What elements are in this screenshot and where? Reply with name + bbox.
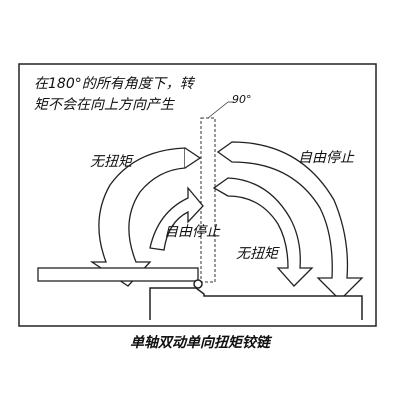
no-torque-arrow-left <box>89 147 202 287</box>
no-torque-label-right: 无扭矩 <box>236 246 280 262</box>
free-stop-label-right: 自由停止 <box>298 150 355 166</box>
free-stop-arrow-center <box>149 186 204 251</box>
diagram-caption: 单轴双动单向扭矩铰链 <box>130 335 270 351</box>
no-torque-arrow-right <box>212 177 314 287</box>
vertical-panel-90 <box>200 117 216 283</box>
angle-label: 90° <box>232 93 252 106</box>
base-plate <box>149 287 363 320</box>
no-torque-label-left: 无扭矩 <box>90 154 134 170</box>
free-stop-arrow-right <box>216 141 364 301</box>
angle-leader-line <box>207 101 229 119</box>
diagram-frame <box>18 63 377 327</box>
note-line-2: 矩不会在向上方向产生 <box>34 97 174 113</box>
free-stop-label-center: 自由停止 <box>164 224 221 240</box>
angle-torque-note: 在180°的所有角度下，转 矩不会在向上方向产生 <box>34 74 234 116</box>
note-line-1: 在180°的所有角度下，转 <box>34 76 194 92</box>
hinge-pin <box>193 279 203 289</box>
horizontal-leaf <box>37 267 199 282</box>
